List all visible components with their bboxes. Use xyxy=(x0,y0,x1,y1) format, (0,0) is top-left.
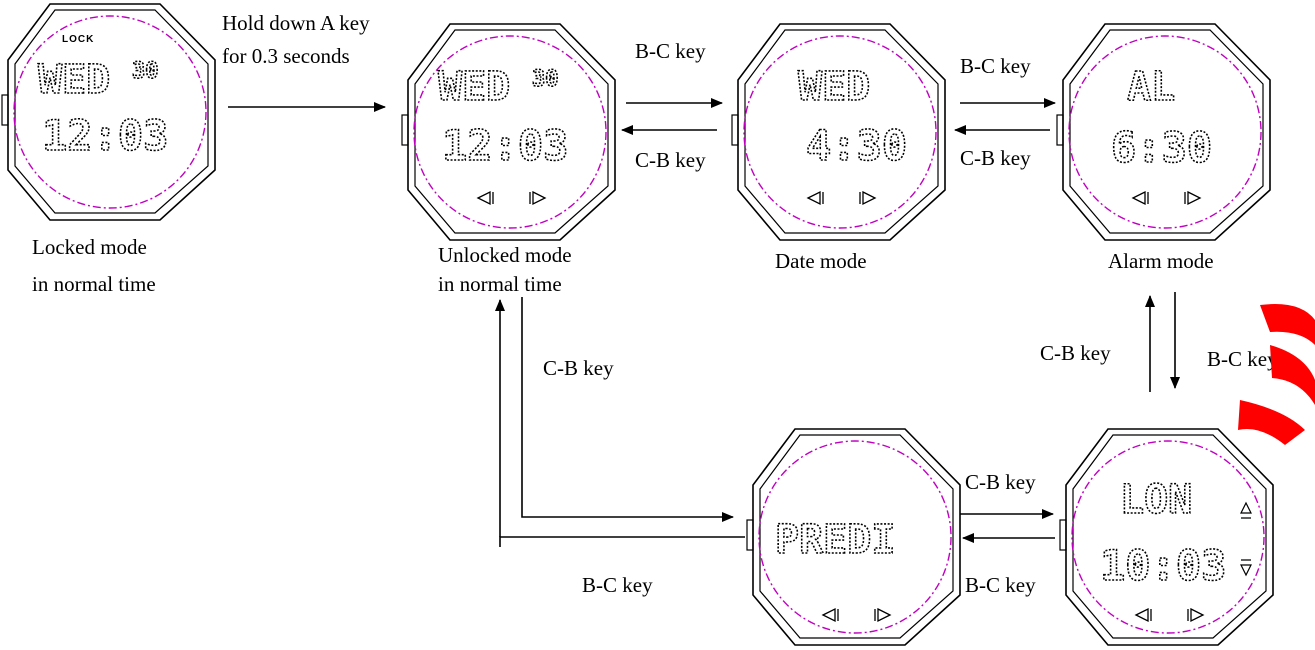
nav-arrow-icons xyxy=(1134,607,1205,623)
watch-alarm: AL 6:30 xyxy=(1056,23,1271,241)
lcd-line1-suffix: 30 xyxy=(132,59,159,84)
caption-locked-2: in normal time xyxy=(32,272,156,296)
lcd-line1: LON xyxy=(1120,477,1192,523)
lcd-line1: WED xyxy=(438,64,510,110)
watch-unlocked: WED 30 12:03 xyxy=(401,23,616,241)
label-predi-to-lon: C-B key xyxy=(965,470,1036,494)
watch-lon: LON 10:03 xyxy=(1059,428,1274,646)
nav-arrow-icons xyxy=(806,190,877,206)
label-alarm-to-date: C-B key xyxy=(960,146,1031,170)
caption-unlocked-1: Unlocked mode xyxy=(438,243,572,267)
lcd-line2: 12:03 xyxy=(442,121,568,170)
label-lon-to-alarm: C-B key xyxy=(1040,341,1111,365)
lcd-line2: 6:30 xyxy=(1111,123,1212,172)
label-unlocked-to-date: B-C key xyxy=(635,39,706,63)
watch-date: WED 4:30 xyxy=(731,23,946,241)
up-down-arrow-icons xyxy=(1240,501,1252,577)
arrow-unlocked-to-predi xyxy=(521,297,734,522)
label-alarm-to-lon: B-C key xyxy=(1207,347,1278,371)
label-hold-1: Hold down A key xyxy=(222,11,370,35)
caption-date: Date mode xyxy=(775,249,867,273)
lcd-line1: WED xyxy=(38,57,110,103)
label-unlocked-to-predi: C-B key xyxy=(543,356,614,380)
lcd-line1-suffix: 30 xyxy=(532,67,559,92)
lcd-line1: PREDI xyxy=(775,517,895,563)
lcd-line2: 10:03 xyxy=(1100,541,1226,590)
nav-arrow-icons xyxy=(821,607,892,623)
label-hold-2: for 0.3 seconds xyxy=(222,44,350,68)
label-date-to-unlocked: C-B key xyxy=(635,148,706,172)
caption-alarm: Alarm mode xyxy=(1108,249,1214,273)
lcd-line2: 12:03 xyxy=(42,111,168,160)
caption-locked-1: Locked mode xyxy=(32,235,147,259)
lcd-line1: WED xyxy=(798,64,870,110)
nav-arrow-icons xyxy=(476,190,547,206)
label-lon-to-predi: B-C key xyxy=(965,573,1036,597)
label-date-to-alarm: B-C key xyxy=(960,54,1031,78)
watermark-mark xyxy=(1238,304,1315,445)
lock-tag: LOCK xyxy=(62,34,94,45)
label-predi-to-unlocked: B-C key xyxy=(582,573,653,597)
watch-predi: PREDI xyxy=(746,428,961,646)
watch-locked: LOCK WED 30 12:03 xyxy=(1,3,216,221)
caption-unlocked-2: in normal time xyxy=(438,272,562,296)
lcd-line2: 4:30 xyxy=(806,121,907,170)
line-predi-return xyxy=(499,536,745,547)
lcd-line1: AL xyxy=(1127,64,1175,110)
nav-arrow-icons xyxy=(1131,190,1202,206)
